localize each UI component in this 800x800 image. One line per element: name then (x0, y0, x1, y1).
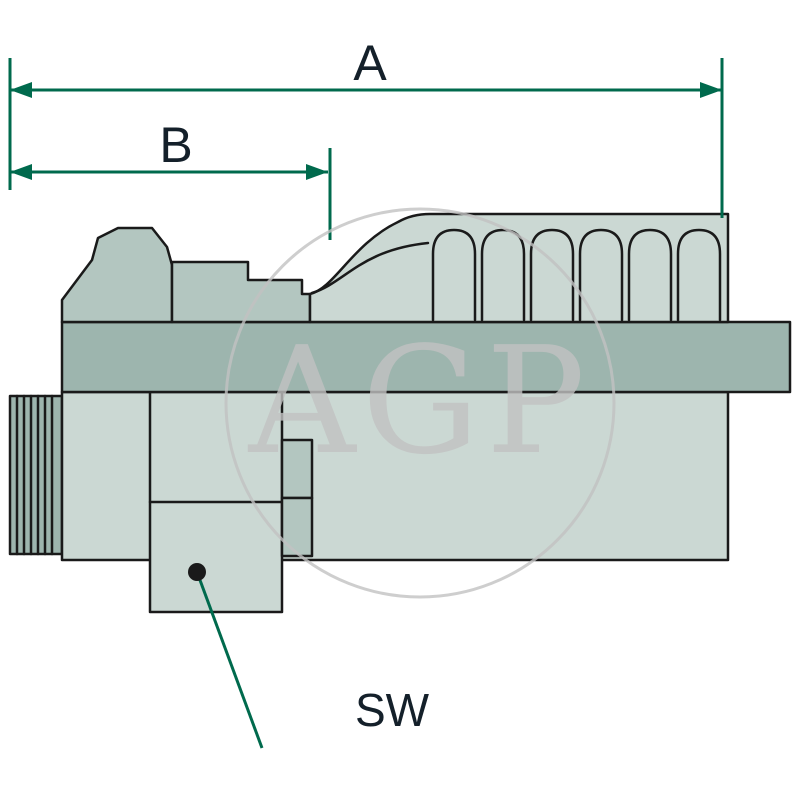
crimp-rib (578, 228, 624, 322)
sw-label: SW (355, 684, 430, 736)
thread-section (8, 394, 64, 556)
step-collar-lower (280, 496, 314, 558)
crimp-rib (431, 228, 477, 322)
dimension-lines (8, 58, 724, 749)
watermark-circle (224, 207, 616, 599)
hex-nut-profile (60, 226, 174, 324)
watermark-text: AGP (248, 315, 592, 487)
sw-leader-line (195, 571, 264, 749)
crimp-sleeve (308, 212, 730, 324)
dimension-b-label: B (159, 117, 192, 173)
arrowhead-a-left (10, 82, 32, 98)
thread-lines (15, 394, 54, 556)
collar-steps (170, 260, 312, 324)
crimp-rib (480, 228, 526, 322)
dimension-arrowheads (10, 82, 722, 180)
arrowhead-b-left (10, 164, 32, 180)
watermark: AGP (224, 207, 616, 599)
crimp-rib (627, 228, 673, 322)
crimp-rib (676, 228, 722, 322)
shoulder-band (60, 320, 792, 394)
sleeve-inner-contour (310, 241, 430, 295)
sw-marker-dot (188, 563, 206, 581)
arrowhead-b-right (306, 164, 328, 180)
fitting-body (8, 212, 792, 614)
crimp-ribs (431, 228, 722, 322)
dimension-a-label: A (353, 35, 387, 91)
arrowhead-a-right (700, 82, 722, 98)
